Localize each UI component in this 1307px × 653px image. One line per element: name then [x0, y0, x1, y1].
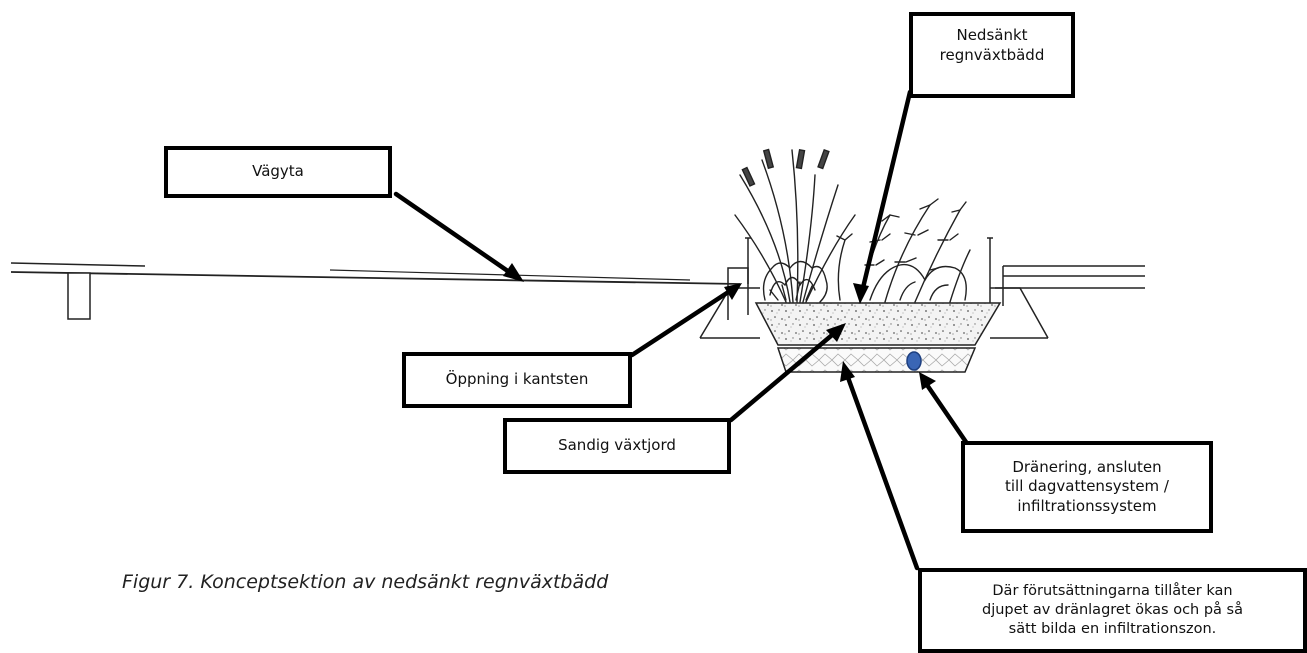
label-sunken-bed: Nedsänkt regnväxtbädd	[909, 12, 1075, 98]
leader-arrows	[393, 89, 969, 571]
label-sunken-bed-text: Nedsänkt regnväxtbädd	[939, 26, 1045, 64]
road-surface-lines	[10, 262, 741, 320]
label-infiltration: Där förutsättningarna tillåter kan djupe…	[918, 568, 1307, 653]
label-sandy-soil: Sandig växtjord	[503, 418, 731, 474]
curb-left	[727, 237, 751, 320]
plants	[734, 148, 971, 303]
label-drainage-text: Dränering, ansluten till dagvattensystem…	[1004, 457, 1169, 515]
sandy-soil-layer	[754, 302, 1002, 346]
label-drainage: Dränering, ansluten till dagvattensystem…	[961, 441, 1213, 533]
drain-pipe	[906, 351, 922, 371]
label-infiltration-text: Där förutsättningarna tillåter kan djupe…	[982, 583, 1243, 637]
label-curb-opening-text: Öppning i kantsten	[445, 370, 589, 389]
label-road-surface-text: Vägyta	[252, 162, 304, 181]
drainage-layer	[776, 347, 977, 373]
label-road-surface: Vägyta	[164, 146, 392, 198]
curb-right	[987, 237, 1145, 306]
label-sandy-soil-text: Sandig växtjord	[558, 436, 676, 455]
label-curb-opening: Öppning i kantsten	[402, 352, 632, 408]
figure-caption: Figur 7. Konceptsektion av nedsänkt regn…	[122, 571, 609, 593]
